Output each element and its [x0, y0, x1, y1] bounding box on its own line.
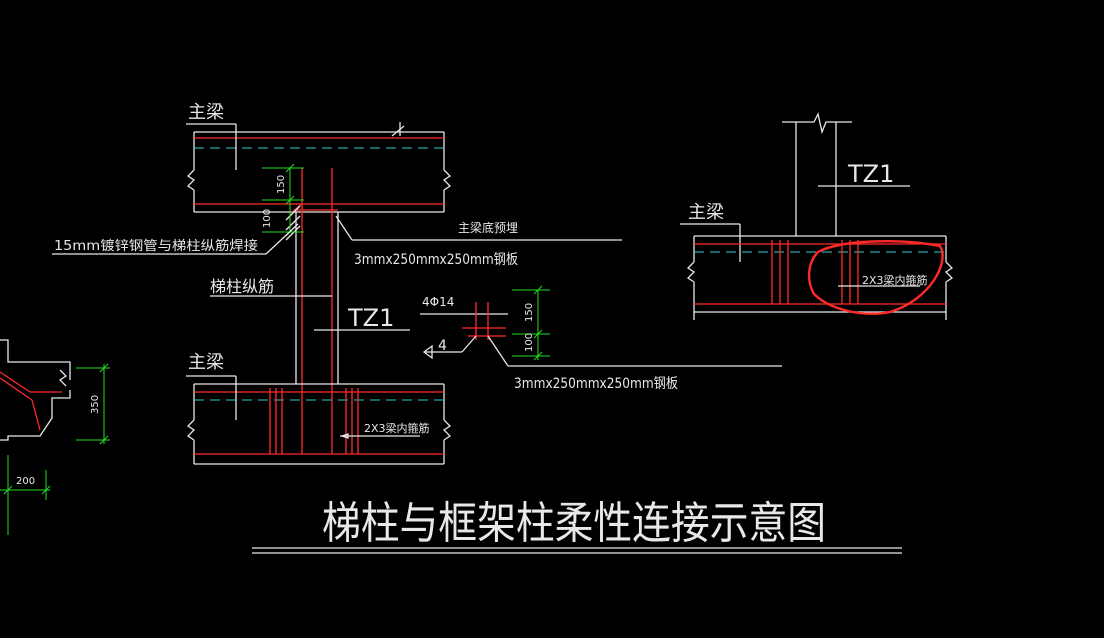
label-main-beam-top: 主梁	[188, 102, 224, 123]
highlight-circle	[807, 240, 944, 315]
label-tz1-right: TZ1	[847, 160, 894, 188]
dim-150-main: 150	[276, 175, 287, 194]
label-stirrup-2: 2X3梁内箍筋	[862, 273, 928, 287]
dim-100-main: 100	[262, 209, 273, 228]
label-rebar-spec: 4Φ14	[422, 295, 454, 309]
label-stirrup-1: 2X3梁内箍筋	[364, 421, 430, 435]
label-plate-note-1: 3mmx250mmx250mm钢板	[354, 252, 518, 268]
label-tz1-main: TZ1	[347, 304, 394, 332]
dim-100-detail: 100	[524, 333, 535, 352]
right-detail	[680, 112, 954, 320]
label-section-mark: 4	[438, 338, 447, 354]
label-main-beam-bottom: 主梁	[188, 352, 224, 373]
dim-350: 350	[90, 395, 101, 414]
left-partial-detail	[0, 339, 110, 535]
label-embed-note: 主梁底预埋	[458, 220, 518, 235]
label-plate-note-2: 3mmx250mmx250mm钢板	[514, 376, 678, 392]
label-column-rebar: 梯柱纵筋	[210, 277, 274, 296]
drawing-title: 梯柱与框架柱柔性连接示意图	[322, 498, 826, 549]
label-main-beam-right: 主梁	[688, 202, 724, 223]
dim-150-detail: 150	[524, 303, 535, 322]
label-weld-note: 15mm镀锌钢管与梯柱纵筋焊接	[54, 238, 258, 254]
dim-200: 200	[16, 476, 35, 487]
center-detail	[420, 285, 782, 367]
main-detail	[52, 122, 622, 465]
